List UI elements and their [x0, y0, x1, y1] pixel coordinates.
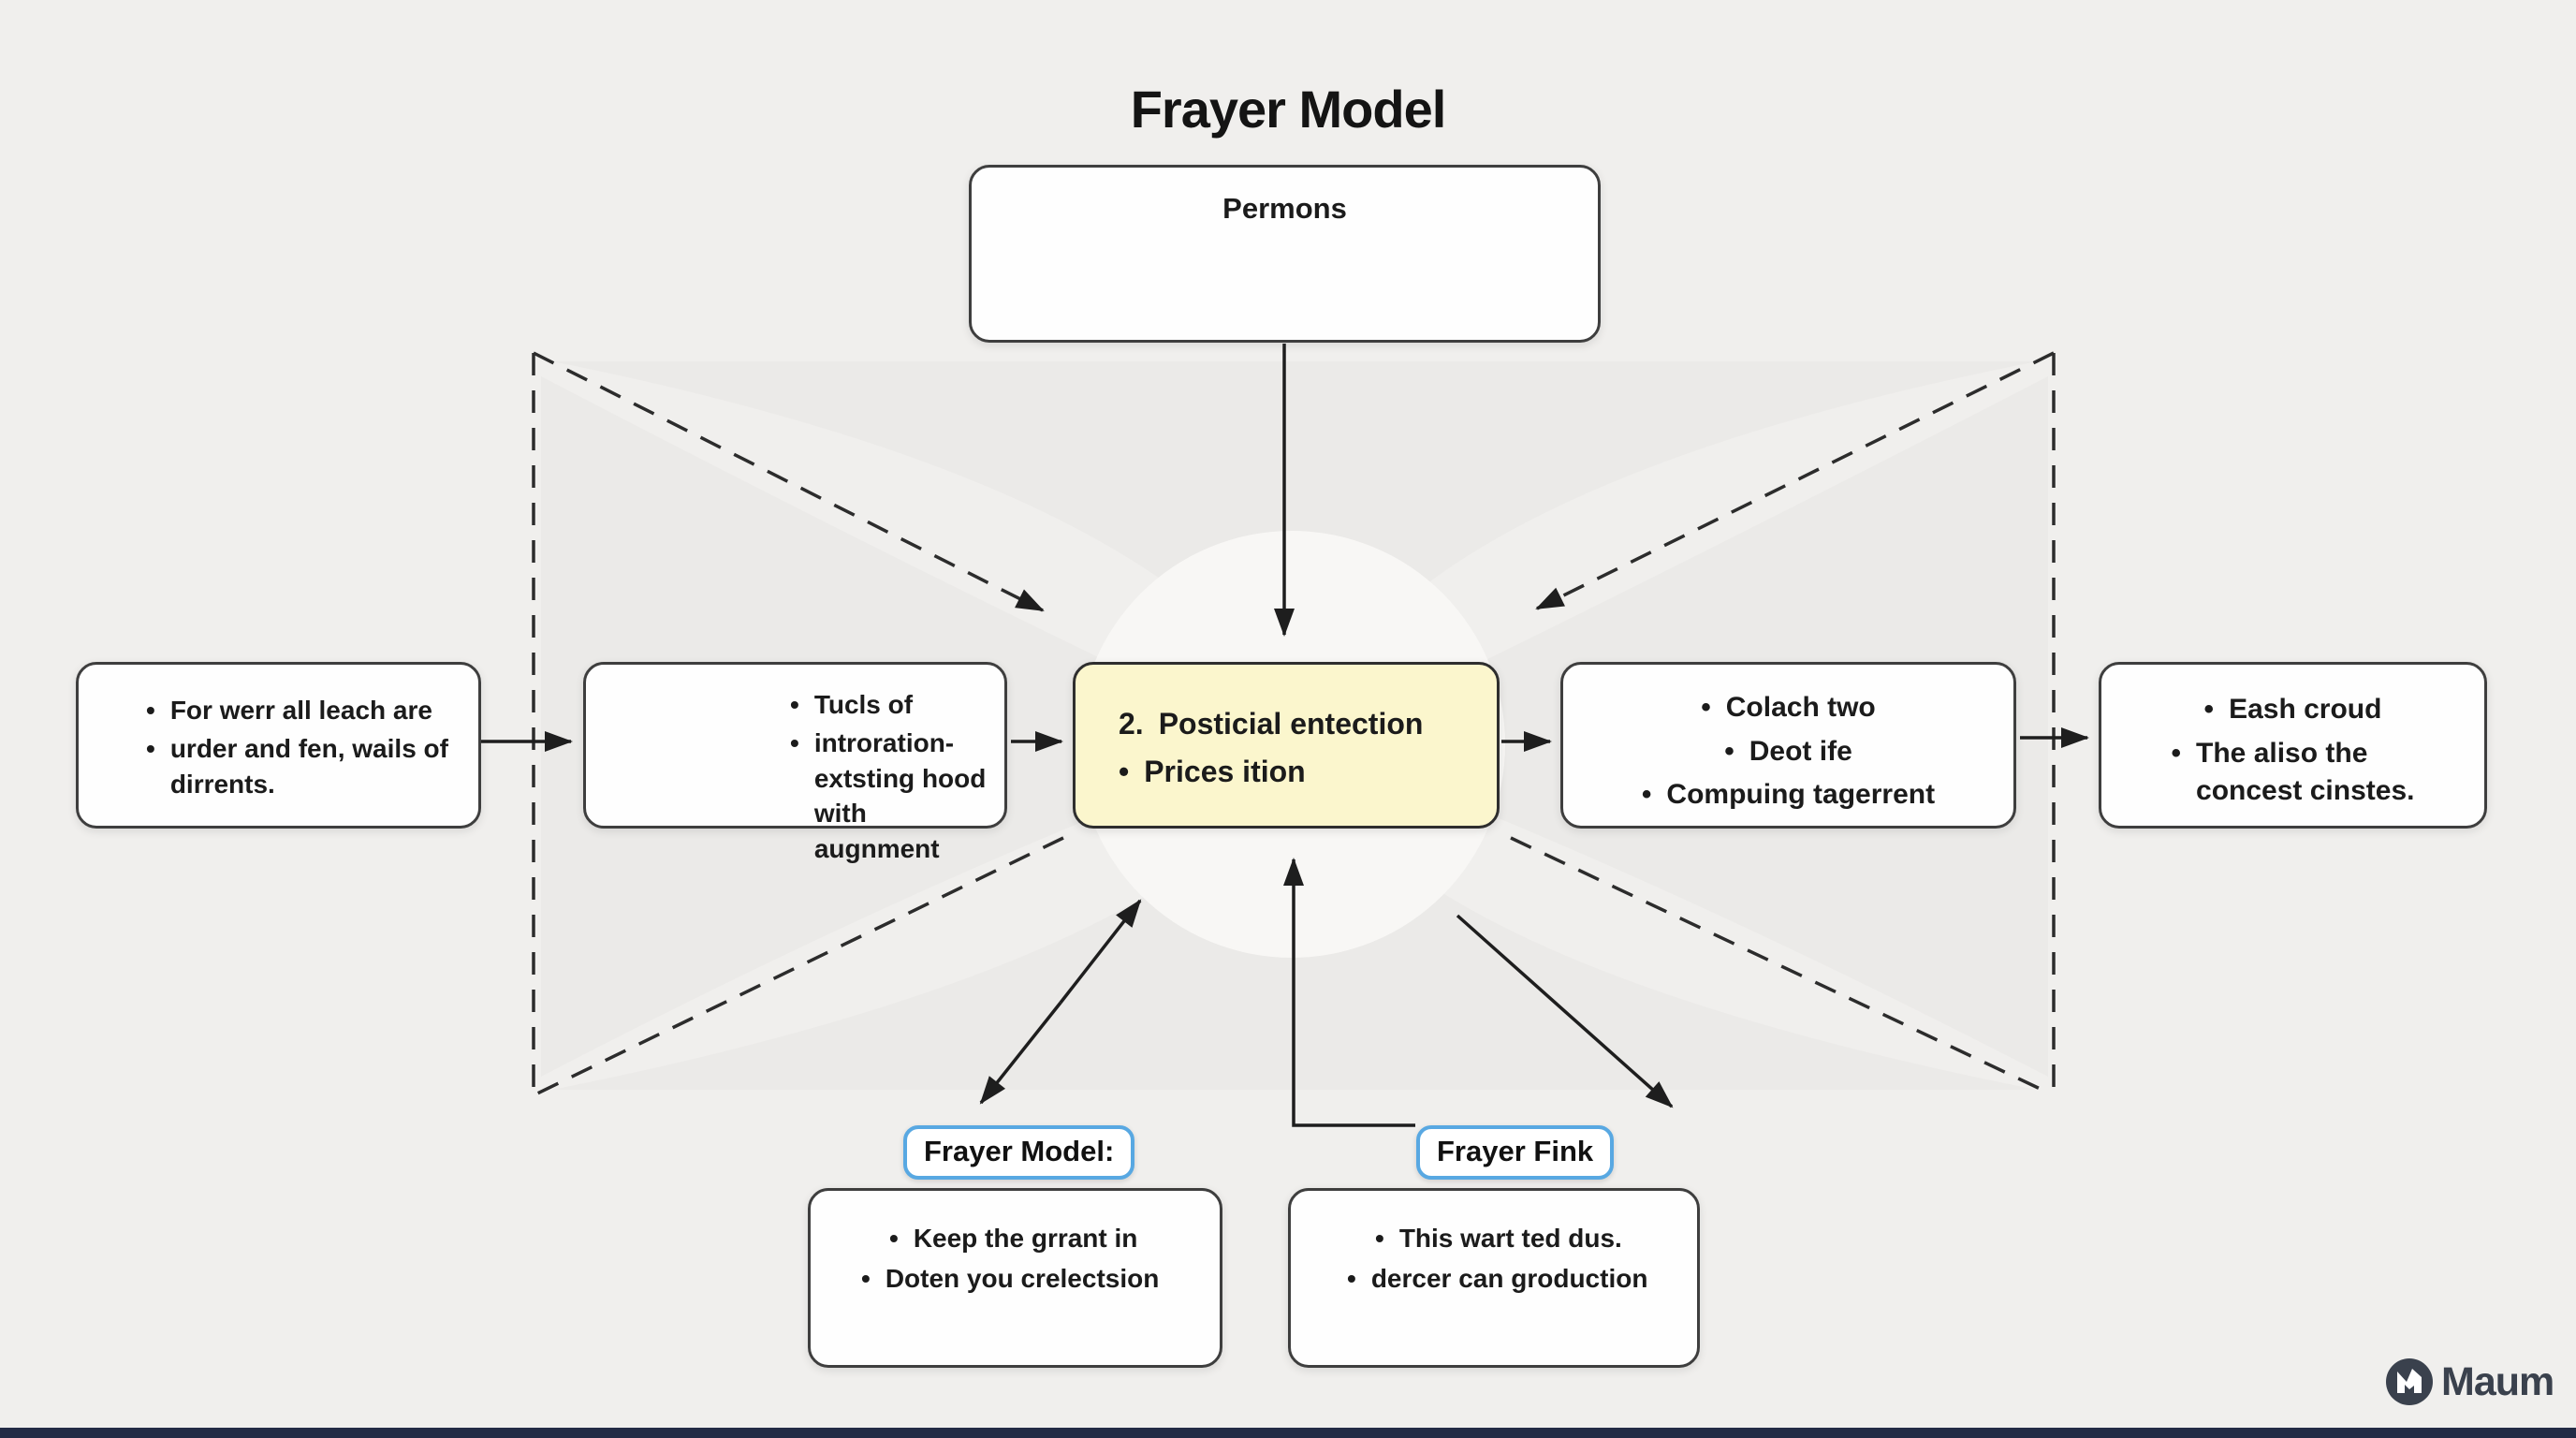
list-item: • This wart ted dus. [1375, 1221, 1678, 1256]
bullet-marker: • [1724, 735, 1734, 767]
node-permons-label: Permons [1222, 192, 1347, 225]
maum-m-icon [2386, 1358, 2433, 1405]
bullet-marker: • [790, 727, 799, 757]
bullet-marker: • [1375, 1224, 1384, 1253]
list-item: • dercer can groduction [1347, 1261, 1678, 1297]
bullet-text: introration- extsting hood with augnment [813, 727, 987, 864]
page-title: Frayer Model [1130, 80, 1447, 139]
node-right-1[interactable]: • Colach two • Deot ife • Compuing tager… [1560, 662, 2016, 829]
bullet-marker: • [2171, 737, 2182, 769]
bullet-marker: • [1701, 692, 1711, 723]
dashed-guides [532, 351, 2056, 1097]
bullet-list: • This wart ted dus. • dercer can groduc… [1291, 1191, 1697, 1297]
list-item: • For werr all leach are [146, 693, 450, 728]
bullet-text: Tucls of [813, 690, 914, 719]
list-item: • Eash croud [2109, 691, 2477, 729]
label-frayer-fink[interactable]: Frayer Fink [1416, 1125, 1615, 1180]
list-item: • Tucls of [790, 687, 995, 723]
list-item: 2. Posticial entection [1119, 704, 1482, 744]
list-item: • Keep the grrant in [889, 1221, 1201, 1256]
node-right-2[interactable]: • Eash croud • The aliso the concest cin… [2099, 662, 2487, 829]
bullet-list: • Eash croud • The aliso the concest cin… [2101, 665, 2484, 811]
bullet-text: Prices ition [1144, 755, 1306, 789]
bullet-marker: • [889, 1224, 899, 1253]
bullet-marker: • [2203, 694, 2215, 725]
list-item: • Prices ition [1119, 752, 1482, 792]
node-bottom-right[interactable]: • This wart ted dus. • dercer can groduc… [1288, 1188, 1700, 1368]
bullet-marker: • [1119, 755, 1130, 789]
bullet-text: Colach two [1725, 692, 1876, 723]
list-item: • Deot ife [1571, 733, 2006, 771]
bullet-list: • Colach two • Deot ife • Compuing tager… [1563, 665, 2013, 814]
bullet-marker: • [1641, 779, 1652, 810]
list-item: • Compuing tagerrent [1571, 776, 2006, 814]
bullet-marker: 2. [1119, 707, 1144, 741]
bullet-text: dercer can groduction [1370, 1263, 1648, 1293]
label-frayer-model[interactable]: Frayer Model: [903, 1125, 1135, 1180]
bullet-text: urder and fen, wails of dirrents. [169, 733, 448, 799]
bottom-bar [0, 1428, 2576, 1438]
bullet-text: Doten you crelectsion [885, 1263, 1160, 1293]
list-item: • Colach two [1571, 689, 2006, 727]
bullet-text: Posticial entection [1158, 707, 1424, 741]
bullet-marker: • [146, 696, 155, 725]
node-center-highlight[interactable]: 2. Posticial entection • Prices ition [1073, 662, 1500, 829]
bullet-text: Deot ife [1749, 735, 1852, 767]
maum-logo-text: Maum [2441, 1358, 2554, 1404]
node-left-1[interactable]: • For werr all leach are • urder and fen… [76, 662, 481, 829]
bullet-text: The aliso the concest cinstes. [2196, 737, 2415, 807]
node-left-2[interactable]: • Tucls of • introration- extsting hood … [583, 662, 1007, 863]
bullet-list: 2. Posticial entection • Prices ition [1076, 665, 1497, 792]
bullet-text: For werr all leach are [169, 696, 432, 725]
bullet-text: This wart ted dus. [1398, 1224, 1622, 1253]
list-item: • urder and fen, wails of dirrents. [146, 731, 450, 802]
bullet-list: • For werr all leach are • urder and fen… [79, 665, 478, 801]
bullet-text: Compuing tagerrent [1666, 779, 1936, 810]
bullet-marker: • [861, 1263, 871, 1293]
bullet-marker: • [790, 690, 799, 719]
maum-logo[interactable]: Maum [2385, 1357, 2554, 1406]
bullet-text: Keep the grrant in [913, 1224, 1138, 1253]
list-item: • The aliso the concest cinstes. [2109, 735, 2477, 811]
bullet-list: • Tucls of • introration- extsting hood … [586, 665, 1004, 867]
solid-arrows [481, 344, 2089, 1127]
bullet-text: Eash croud [2229, 694, 2382, 725]
bullet-list: • Keep the grrant in • Doten you crelect… [811, 1191, 1220, 1297]
bullet-marker: • [146, 733, 155, 763]
bullet-marker: • [1347, 1263, 1356, 1293]
list-item: • Doten you crelectsion [861, 1261, 1201, 1297]
node-bottom-left[interactable]: • Keep the grrant in • Doten you crelect… [808, 1188, 1222, 1368]
node-permons[interactable]: Permons [969, 165, 1601, 343]
list-item: • introration- extsting hood with augnme… [790, 726, 995, 867]
